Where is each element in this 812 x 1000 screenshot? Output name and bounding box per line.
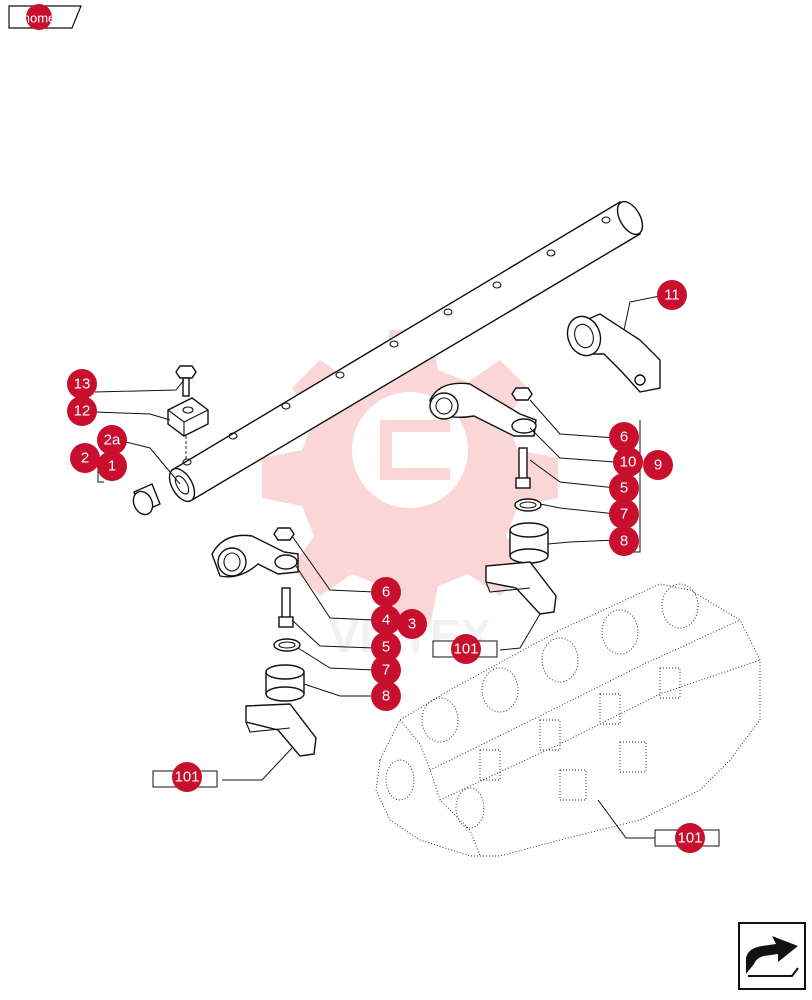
- callout-3[interactable]: 3: [397, 609, 427, 639]
- callout-101-lower[interactable]: 101: [172, 762, 202, 792]
- svg-text:101: 101: [677, 830, 702, 847]
- rocker-shaft: [168, 200, 644, 503]
- callout-8-lower[interactable]: 8: [371, 681, 401, 711]
- svg-text:5: 5: [620, 480, 628, 497]
- callout-2[interactable]: 2: [70, 443, 100, 473]
- ref-boxes: [152, 640, 720, 847]
- svg-text:2a: 2a: [104, 432, 121, 449]
- svg-text:6: 6: [620, 429, 628, 446]
- svg-text:1: 1: [108, 458, 116, 475]
- svg-text:12: 12: [74, 403, 91, 420]
- rocker-arm-upper: [429, 382, 537, 437]
- callout-6-upper[interactable]: 6: [609, 422, 639, 452]
- home-button[interactable]: home: [8, 4, 82, 30]
- arrow-next-icon: [746, 936, 799, 977]
- svg-text:6: 6: [382, 584, 390, 601]
- svg-text:3: 3: [408, 616, 416, 633]
- callout-11[interactable]: 11: [657, 280, 687, 310]
- bracket-part: [566, 313, 661, 393]
- rocker-arm-lower: [211, 527, 299, 578]
- svg-text:10: 10: [620, 454, 637, 471]
- callout-5-lower[interactable]: 5: [371, 632, 401, 662]
- svg-text:11: 11: [664, 287, 680, 304]
- plug-part: [132, 483, 161, 516]
- callout-10[interactable]: 10: [613, 447, 643, 477]
- cylinder-head: [375, 583, 761, 857]
- next-page-button[interactable]: [738, 922, 806, 990]
- svg-text:101: 101: [453, 641, 478, 658]
- callout-101-upper[interactable]: 101: [451, 634, 481, 664]
- svg-text:8: 8: [382, 688, 390, 705]
- callout-101-head[interactable]: 101: [675, 823, 705, 853]
- callout-7-lower[interactable]: 7: [371, 655, 401, 685]
- callout-2a[interactable]: 2a: [97, 425, 127, 455]
- callout-5-upper[interactable]: 5: [609, 473, 639, 503]
- callout-7-upper[interactable]: 7: [609, 499, 639, 529]
- callout-8-upper[interactable]: 8: [609, 526, 639, 556]
- svg-text:7: 7: [620, 506, 628, 523]
- svg-text:5: 5: [382, 639, 390, 656]
- home-label: home: [23, 11, 56, 26]
- bolt-and-clamp: [167, 365, 209, 462]
- svg-text:101: 101: [174, 769, 199, 786]
- adjuster-stack-lower: [265, 587, 305, 702]
- callout-13[interactable]: 13: [67, 369, 97, 399]
- svg-text:2: 2: [81, 450, 89, 467]
- callout-12[interactable]: 12: [67, 396, 97, 426]
- callout-1[interactable]: 1: [97, 451, 127, 481]
- svg-text:9: 9: [654, 457, 662, 474]
- svg-text:4: 4: [382, 612, 390, 629]
- svg-text:7: 7: [382, 662, 390, 679]
- callout-9[interactable]: 9: [643, 450, 673, 480]
- callout-6-lower[interactable]: 6: [371, 577, 401, 607]
- valve-bridge-lower: [245, 703, 317, 757]
- adjuster-stack-upper: [509, 447, 549, 564]
- valve-bridge-upper: [485, 561, 557, 615]
- svg-text:13: 13: [74, 376, 91, 393]
- svg-text:8: 8: [620, 533, 628, 550]
- callout-4[interactable]: 4: [371, 605, 401, 635]
